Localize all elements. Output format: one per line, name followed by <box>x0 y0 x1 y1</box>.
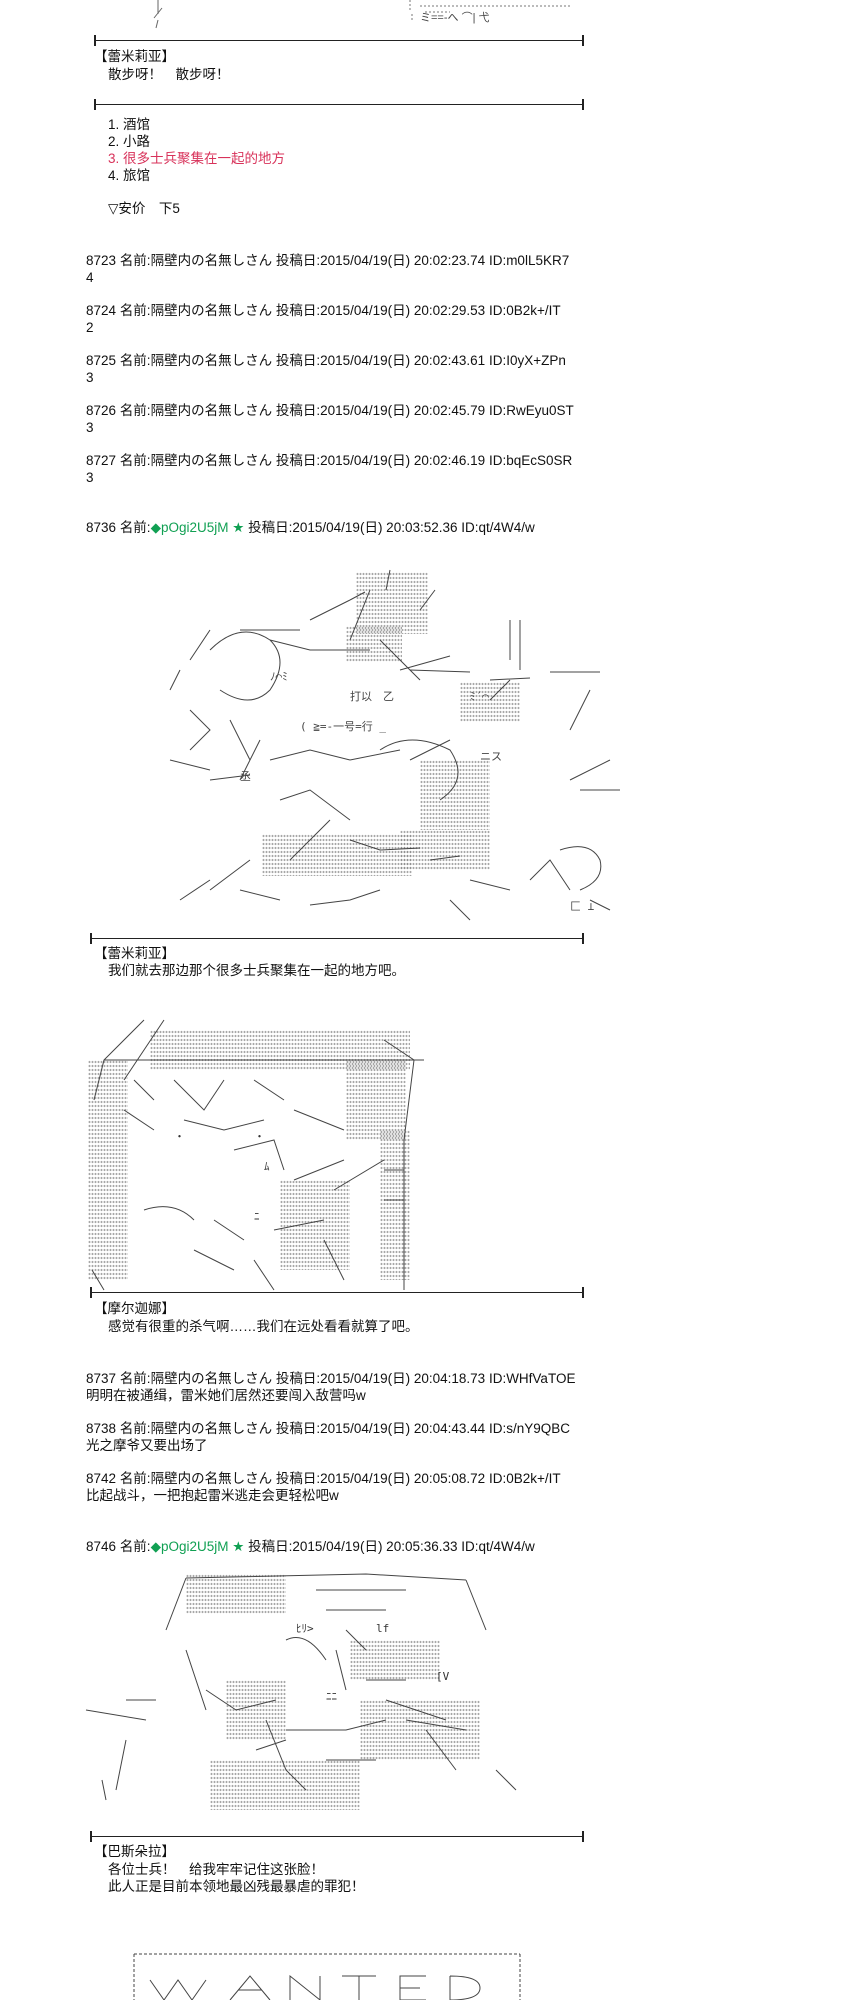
svg-text:ニス: ニス <box>480 750 502 763</box>
post-meta: 名前:隔壁内の名無しさん 投稿日:2015/04/19(日) 20:02:29.… <box>119 303 561 318</box>
star-icon: ★ <box>232 520 245 535</box>
post-meta: 名前:隔壁内の名無しさん 投稿日:2015/04/19(日) 20:05:08.… <box>119 1471 561 1486</box>
post-body: 比起战斗，一把抱起雷米逃走会更轻松吧w <box>86 1488 339 1503</box>
separator <box>94 99 584 110</box>
post-header: 8742 名前:隔壁内の名無しさん 投稿日:2015/04/19(日) 20:0… <box>86 1470 561 1487</box>
post-number: 8737 <box>86 1371 117 1386</box>
post-number: 8725 <box>86 353 117 368</box>
post-header-8736: 8736 名前:◆pOgi2U5jM ★ 投稿日:2015/04/19(日) 2… <box>86 519 535 536</box>
post-meta: 名前:隔壁内の名無しさん 投稿日:2015/04/19(日) 20:04:18.… <box>119 1371 576 1386</box>
post-header-8746: 8746 名前:◆pOgi2U5jM ★ 投稿日:2015/04/19(日) 2… <box>86 1538 535 1555</box>
post-header: 8724 名前:隔壁内の名無しさん 投稿日:2015/04/19(日) 20:0… <box>86 302 561 319</box>
post-body: 明明在被通缉，雷米她们居然还要闯入敌营吗w <box>86 1388 366 1403</box>
star-icon: ★ <box>232 1539 245 1554</box>
post-body: 2 <box>86 320 94 335</box>
choice-item-tavern[interactable]: 1. 酒馆 <box>108 117 151 132</box>
post-number: 8726 <box>86 403 117 418</box>
post-header: 8737 名前:隔壁内の名無しさん 投稿日:2015/04/19(日) 20:0… <box>86 1370 575 1387</box>
svg-text:ﾋﾘ>: ﾋﾘ> <box>296 1622 314 1635</box>
post-header: 8723 名前:隔壁内の名無しさん 投稿日:2015/04/19(日) 20:0… <box>86 252 569 269</box>
post-meta: 名前:隔壁内の名無しさん 投稿日:2015/04/19(日) 20:02:23.… <box>119 253 570 268</box>
post-body: 光之摩爷又要出场了 <box>86 1438 208 1453</box>
post-number: 8724 <box>86 303 117 318</box>
svg-text:・: ・ <box>174 1130 185 1143</box>
svg-text:ﾆﾆ: ﾆﾆ <box>326 1690 337 1703</box>
post-meta: 名前:隔壁内の名無しさん 投稿日:2015/04/19(日) 20:02:43.… <box>119 353 566 368</box>
post-number: 8727 <box>86 453 117 468</box>
svg-text:ﾑ: ﾑ <box>264 1160 270 1173</box>
name-label: 名前: <box>119 520 151 535</box>
speaker-name: 【蕾米莉亚】 <box>94 49 175 64</box>
svg-text:匚 ⊥: 匚 ⊥ <box>570 900 595 913</box>
post-header: 8725 名前:隔壁内の名無しさん 投稿日:2015/04/19(日) 20:0… <box>86 352 566 369</box>
post-body: 3 <box>86 420 94 435</box>
svg-text:丞: 丞 <box>240 770 251 783</box>
separator <box>90 1831 584 1842</box>
choice-item-path[interactable]: 2. 小路 <box>108 134 151 149</box>
svg-text:lf: lf <box>376 1622 389 1635</box>
post-body: 3 <box>86 470 94 485</box>
post-number: 8736 <box>86 520 117 535</box>
post-header: 8738 名前:隔壁内の名無しさん 投稿日:2015/04/19(日) 20:0… <box>86 1420 570 1437</box>
speaker-name: 【蕾米莉亚】 <box>94 946 175 961</box>
svg-text:ﾆ: ﾆ <box>254 1210 260 1223</box>
separator <box>90 1287 584 1298</box>
dialog-line: 散步呀！ 散步呀！ <box>108 67 230 82</box>
post-meta: 投稿日:2015/04/19(日) 20:05:36.33 ID:qt/4W4/… <box>244 1539 535 1554</box>
post-header: 8726 名前:隔壁内の名無しさん 投稿日:2015/04/19(日) 20:0… <box>86 402 574 419</box>
tripcode[interactable]: ◆pOgi2U5jM <box>150 520 229 535</box>
post-body: 3 <box>86 370 94 385</box>
svg-text:・: ・ <box>254 1130 265 1143</box>
svg-text:打以 乙: 打以 乙 <box>350 689 394 703</box>
post-number: 8723 <box>86 253 117 268</box>
dialog-line: 各位士兵！ 给我牢牢记住这张脸！ <box>108 1862 324 1877</box>
post-number: 8738 <box>86 1421 117 1436</box>
post-number: 8742 <box>86 1471 117 1486</box>
post-meta: 投稿日:2015/04/19(日) 20:03:52.36 ID:qt/4W4/… <box>244 520 535 535</box>
svg-text:ﾉ⌒ﾐ: ﾉ⌒ﾐ <box>270 670 288 683</box>
choice-item-soldiers[interactable]: 3. 很多士兵聚集在一起的地方 <box>108 151 286 166</box>
speaker-name: 【巴斯朵拉】 <box>94 1844 175 1859</box>
vote-prompt: ▽安价 下5 <box>108 201 180 216</box>
post-header: 8727 名前:隔壁内の名無しさん 投稿日:2015/04/19(日) 20:0… <box>86 452 572 469</box>
dialog-line: 我们就去那边那个很多士兵聚集在一起的地方吧。 <box>108 963 405 978</box>
dialog-line: 此人正是目前本领地最凶残最暴虐的罪犯！ <box>108 1879 365 1894</box>
speaker-name: 【摩尔迦娜】 <box>94 1301 175 1316</box>
post-meta: 名前:隔壁内の名無しさん 投稿日:2015/04/19(日) 20:02:46.… <box>119 453 573 468</box>
dialog-line: 感觉有很重的杀气啊……我们在远处看看就算了吧。 <box>108 1319 419 1334</box>
svg-text:ﾐ´⌒: ﾐ´⌒ <box>470 690 489 703</box>
svg-text:[V: [V <box>436 1670 450 1683</box>
post-body: 4 <box>86 270 94 285</box>
post-meta: 名前:隔壁内の名無しさん 投稿日:2015/04/19(日) 20:02:45.… <box>119 403 574 418</box>
post-meta: 名前:隔壁内の名無しさん 投稿日:2015/04/19(日) 20:04:43.… <box>119 1421 570 1436</box>
choice-item-inn[interactable]: 4. 旅馆 <box>108 168 151 183</box>
name-label: 名前: <box>119 1539 151 1554</box>
svg-text:( ≧=-一号=行 _: ( ≧=-一号=行 _ <box>300 720 386 733</box>
separator <box>90 933 584 944</box>
tripcode[interactable]: ◆pOgi2U5jM <box>150 1539 229 1554</box>
top-aa-text: ミ==-へ ⌒| 弋 <box>420 12 490 24</box>
post-number: 8746 <box>86 1539 117 1554</box>
separator <box>94 35 584 46</box>
top-aa-fragment <box>153 0 570 29</box>
aa-art-wanted-banner <box>133 1953 521 2000</box>
